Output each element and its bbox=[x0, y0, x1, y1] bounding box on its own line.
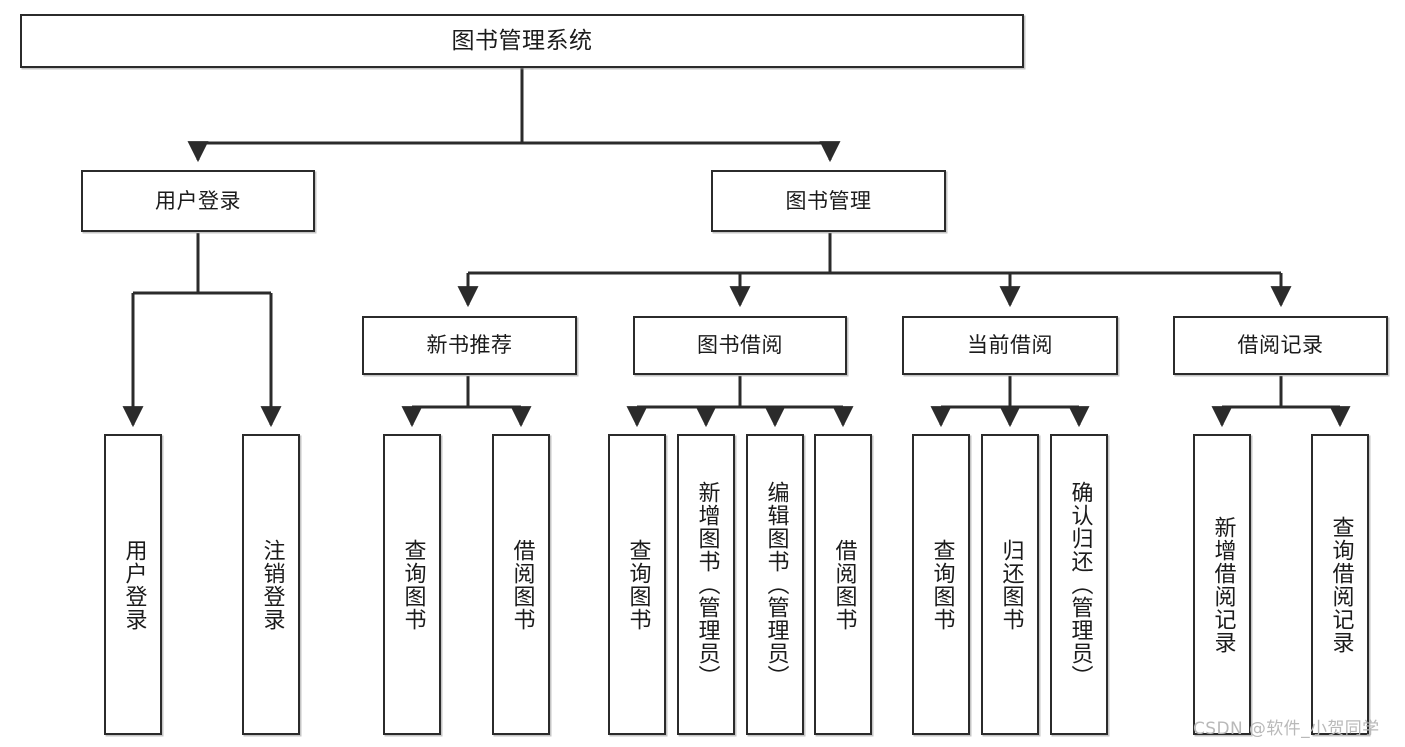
node-label: 编辑图书（管理员） bbox=[763, 481, 789, 688]
watermark: CSDN @软件_小贺同学 bbox=[1193, 719, 1380, 739]
leaf-borrow-book[interactable]: 借阅图书 bbox=[814, 434, 872, 735]
leaf-return-book[interactable]: 归还图书 bbox=[981, 434, 1039, 735]
node-label: 借阅图书 bbox=[509, 538, 535, 631]
node-current-borrow[interactable]: 当前借阅 bbox=[902, 316, 1118, 375]
node-label: 图书管理 bbox=[785, 188, 872, 213]
node-label: 图书管理系统 bbox=[451, 27, 593, 54]
leaf-query-book-current[interactable]: 查询图书 bbox=[912, 434, 970, 735]
node-label: 用户登录 bbox=[121, 538, 147, 631]
node-new-book-recommend[interactable]: 新书推荐 bbox=[362, 316, 577, 375]
leaf-add-borrow-record[interactable]: 新增借阅记录 bbox=[1193, 434, 1251, 735]
node-book-borrow[interactable]: 图书借阅 bbox=[633, 316, 847, 375]
node-label: 查询借阅记录 bbox=[1328, 515, 1354, 654]
leaf-edit-book-admin[interactable]: 编辑图书（管理员） bbox=[746, 434, 804, 735]
leaf-logout[interactable]: 注销登录 bbox=[242, 434, 300, 735]
node-user-login[interactable]: 用户登录 bbox=[81, 170, 315, 232]
node-label: 新增借阅记录 bbox=[1210, 515, 1236, 654]
node-label: 归还图书 bbox=[998, 538, 1024, 631]
node-label: 确认归还（管理员） bbox=[1067, 481, 1093, 688]
node-label: 注销登录 bbox=[259, 538, 285, 631]
leaf-query-book-borrow[interactable]: 查询图书 bbox=[608, 434, 666, 735]
node-book-management[interactable]: 图书管理 bbox=[711, 170, 946, 232]
leaf-add-book-admin[interactable]: 新增图书（管理员） bbox=[677, 434, 735, 735]
node-label: 借阅图书 bbox=[831, 538, 857, 631]
leaf-borrow-book-recommend[interactable]: 借阅图书 bbox=[492, 434, 550, 735]
node-label: 借阅记录 bbox=[1237, 333, 1324, 358]
leaf-user-login[interactable]: 用户登录 bbox=[104, 434, 162, 735]
node-label: 图书借阅 bbox=[697, 333, 783, 358]
node-root-system[interactable]: 图书管理系统 bbox=[20, 14, 1024, 68]
node-label: 用户登录 bbox=[155, 188, 241, 213]
node-label: 当前借阅 bbox=[967, 333, 1053, 358]
node-label: 查询图书 bbox=[929, 538, 955, 631]
node-label: 查询图书 bbox=[625, 538, 651, 631]
node-label: 新增图书（管理员） bbox=[694, 481, 720, 688]
leaf-confirm-return-admin[interactable]: 确认归还（管理员） bbox=[1050, 434, 1108, 735]
node-label: 新书推荐 bbox=[426, 333, 513, 358]
leaf-query-borrow-record[interactable]: 查询借阅记录 bbox=[1311, 434, 1369, 735]
node-borrow-record[interactable]: 借阅记录 bbox=[1173, 316, 1388, 375]
leaf-query-book-recommend[interactable]: 查询图书 bbox=[383, 434, 441, 735]
node-label: 查询图书 bbox=[400, 538, 426, 631]
